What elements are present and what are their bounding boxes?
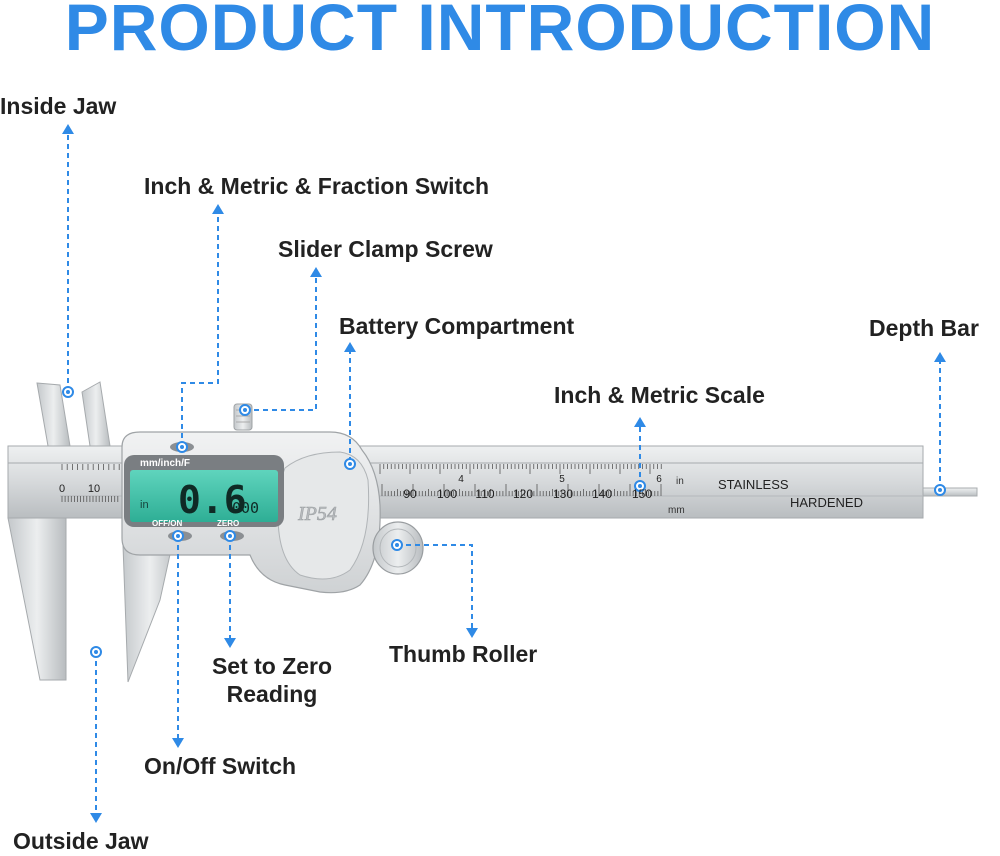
left-tick-label: 0 bbox=[59, 483, 65, 495]
lcd-value: 0.6 bbox=[178, 478, 247, 522]
mm-tick-label: 100 bbox=[437, 487, 457, 501]
hardened-text: HARDENED bbox=[790, 495, 863, 510]
label-set-zero-line1: Set to Zero bbox=[211, 653, 333, 679]
depth-bar bbox=[914, 487, 978, 497]
zero-button-label: ZERO bbox=[217, 519, 239, 528]
label-depth-bar: Depth Bar bbox=[869, 315, 979, 341]
label-scale: Inch & Metric Scale bbox=[554, 382, 765, 408]
label-battery: Battery Compartment bbox=[339, 313, 575, 339]
mm-tick-label: 140 bbox=[592, 487, 612, 501]
label-inside-jaw: Inside Jaw bbox=[0, 93, 117, 119]
label-clamp-screw: Slider Clamp Screw bbox=[278, 236, 493, 262]
mm-tick-label: 150 bbox=[632, 487, 652, 501]
mm-tick-label: 120 bbox=[513, 487, 533, 501]
ip-rating: IP54 bbox=[297, 503, 337, 525]
callout-lines bbox=[67, 132, 941, 815]
inside-jaw-moving bbox=[81, 381, 111, 447]
lcd-decimals: 000 bbox=[232, 499, 259, 517]
inch-unit: in bbox=[676, 476, 684, 487]
label-fraction-switch: Inch & Metric & Fraction Switch bbox=[144, 173, 490, 199]
left-tick-label: 10 bbox=[88, 483, 100, 495]
lcd-small-unit: in bbox=[140, 499, 149, 511]
label-thumb-roller: Thumb Roller bbox=[389, 641, 538, 667]
label-set-zero: Set to Zero Reading bbox=[200, 653, 344, 708]
callout-targets bbox=[62, 386, 946, 658]
inch-tick-label: 5 bbox=[559, 474, 565, 485]
label-set-zero-line2: Reading bbox=[226, 680, 318, 707]
mm-tick-label: 130 bbox=[553, 487, 573, 501]
callout-arrows bbox=[62, 124, 946, 823]
left-tick-labels: 0 10 bbox=[59, 483, 100, 495]
mm-tick-labels: 90 100 110 120 130 140 150 bbox=[403, 487, 652, 501]
onoff-button-label: OFF/ON bbox=[152, 519, 182, 528]
label-onoff: On/Off Switch bbox=[144, 753, 297, 779]
label-outside-jaw: Outside Jaw bbox=[13, 828, 149, 854]
mm-tick-label: 110 bbox=[475, 487, 494, 501]
inch-tick-labels: 4 5 6 bbox=[458, 474, 662, 485]
inside-jaw-fixed bbox=[36, 382, 71, 447]
stainless-text: STAINLESS bbox=[718, 477, 789, 492]
lcd-unit-label: mm/inch/F bbox=[140, 458, 190, 469]
outside-jaw-fixed bbox=[7, 517, 67, 681]
inch-tick-label: 6 bbox=[656, 474, 662, 485]
lcd-screen bbox=[130, 470, 278, 522]
page-title: PRODUCT INTRODUCTION bbox=[64, 0, 936, 64]
mm-tick-label: 90 bbox=[403, 487, 417, 501]
mm-unit: mm bbox=[668, 505, 685, 516]
inch-tick-label: 4 bbox=[458, 474, 464, 485]
beam-scale-ticks bbox=[61, 464, 662, 502]
